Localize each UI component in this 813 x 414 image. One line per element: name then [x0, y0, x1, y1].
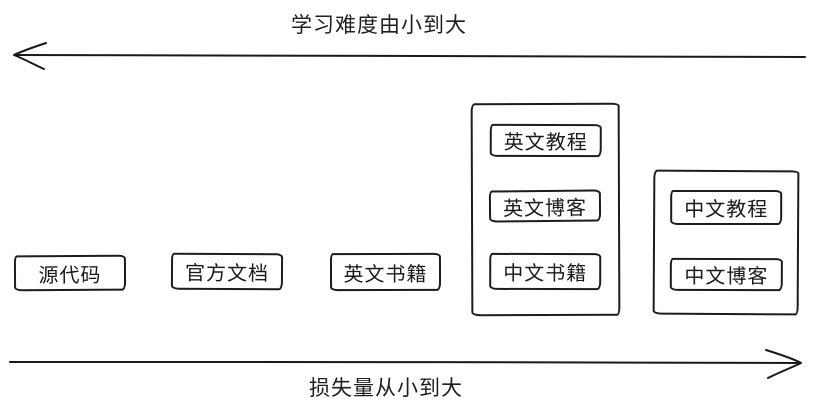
bottom-axis-label: 损失量从小到大	[309, 377, 463, 400]
right-arrowhead-icon	[765, 349, 802, 379]
node-english-books: 英文书籍	[329, 252, 442, 292]
node-chinese-blogs: 中文博客	[669, 257, 783, 292]
top-axis-label: 学习难度由小到大	[291, 14, 467, 37]
node-english-blogs: 英文博客	[488, 189, 602, 223]
node-source-code: 源代码	[13, 254, 127, 292]
group-middle-resources: 英文教程 英文博客 中文书籍	[470, 102, 621, 317]
node-chinese-tutorials: 中文教程	[670, 189, 783, 226]
bottom-axis-line	[9, 361, 800, 364]
node-english-tutorials: 英文教程	[489, 123, 602, 158]
group-right-resources: 中文教程 中文博客	[652, 169, 800, 316]
top-axis-line	[14, 53, 806, 58]
node-official-docs: 官方文档	[170, 252, 284, 291]
left-arrowhead-icon	[13, 42, 47, 70]
node-chinese-books: 中文书籍	[489, 252, 602, 291]
